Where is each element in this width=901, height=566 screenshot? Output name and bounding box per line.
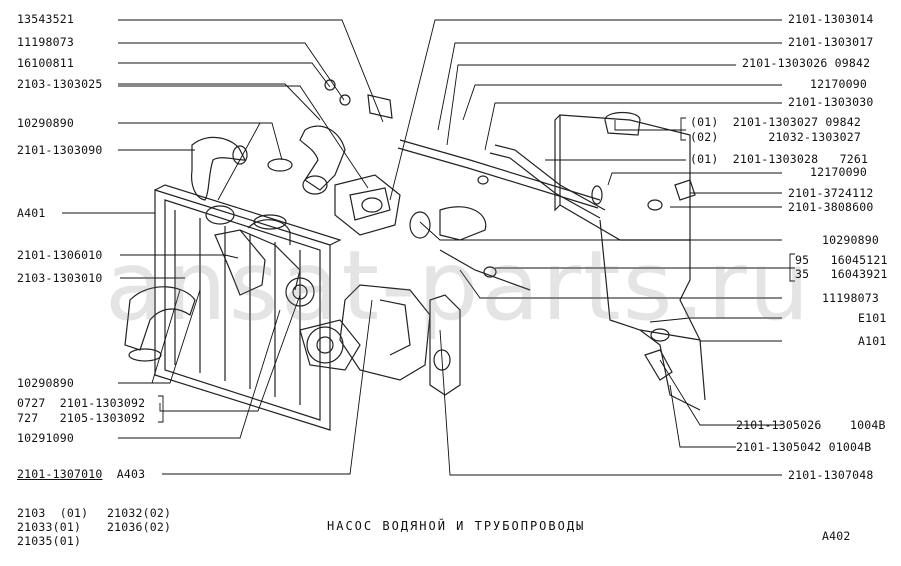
leader-lines (62, 19, 795, 476)
hose-lower-left (124, 286, 196, 362)
label-right-15: A101 (858, 334, 887, 348)
page-title: НАСОС ВОДЯНОЙ И ТРУБОПРОВОДЫ (327, 519, 586, 533)
label-right-12a: 95 16045121 (795, 253, 888, 267)
model-1: 2103 (01) (17, 506, 89, 520)
label-left-12: 727 2105-1303092 (17, 411, 146, 425)
main-assembly-number: 2101-1307010 (17, 467, 103, 481)
bypass-tube (397, 139, 606, 219)
expansion-tank (554, 111, 691, 241)
label-left-9: 2103-1303010 (17, 271, 103, 285)
label-right-7: (01) 2101-1303028 7261 (690, 152, 869, 166)
water-pump (299, 284, 431, 381)
pump-stud (439, 249, 531, 291)
label-right-3: 2101-1303026 09842 (742, 56, 871, 70)
label-left-4: 2103-1303025 (17, 77, 103, 91)
label-right-14: E101 (858, 311, 887, 325)
hose-upper-center (299, 125, 346, 195)
hose-lower-center (409, 206, 487, 241)
model-3: 21035(01) (17, 534, 82, 548)
label-right-9: 2101-3724112 (788, 186, 874, 200)
label-right-8: 12170090 (810, 165, 867, 179)
label-left-13: 10291090 (17, 431, 74, 445)
label-right-6a: (01) 2101-1303027 09842 (690, 115, 861, 129)
label-left-6: 2101-1303090 (17, 143, 103, 157)
label-right-18: 2101-1307048 (788, 468, 874, 482)
label-left-5: 10290890 (17, 116, 74, 130)
label-right-2: 2101-1303017 (788, 35, 874, 49)
label-right-17: 2101-1305042 01004B (736, 440, 872, 454)
thermostat (334, 174, 401, 236)
model-4: 21032(02) (107, 506, 172, 520)
label-right-6b: (02) 21032-1303027 (690, 130, 861, 144)
label-left-8: 2101-1306010 (17, 248, 103, 262)
label-right-1: 2101-1303014 (788, 12, 874, 26)
hose-clamp (205, 158, 293, 225)
pump-gasket (429, 294, 461, 396)
label-left-1: 13543521 (17, 12, 74, 26)
main-assembly-suffix: A403 (116, 467, 146, 481)
label-right-5: 2101-1303030 (788, 95, 874, 109)
label-left-7: A401 (17, 206, 46, 220)
label-left-2: 11198073 (17, 35, 74, 49)
label-right-16: 2101-1305026 1004B (736, 418, 886, 432)
bolts-and-nuts (324, 79, 393, 119)
engine-block (599, 219, 706, 411)
label-right-10: 2101-3808600 (788, 200, 874, 214)
label-left-10: 10290890 (17, 376, 74, 390)
label-right-12b: 35 16043921 (795, 267, 888, 281)
hose-upper-left (190, 136, 248, 201)
label-right-11: 10290890 (822, 233, 879, 247)
inlet-pipe (214, 229, 315, 307)
fittings (477, 175, 696, 381)
radiator (154, 184, 342, 431)
label-left-3: 16100811 (17, 56, 74, 70)
model-2: 21033(01) (17, 520, 82, 534)
page-code: A402 (822, 529, 851, 543)
main-assembly-row: 2101-1307010 A403 (17, 468, 145, 481)
label-right-4: 12170090 (810, 77, 867, 91)
label-right-13: 11198073 (822, 291, 879, 305)
label-left-11: 0727 2101-1303092 (17, 396, 146, 410)
model-5: 21036(02) (107, 520, 172, 534)
